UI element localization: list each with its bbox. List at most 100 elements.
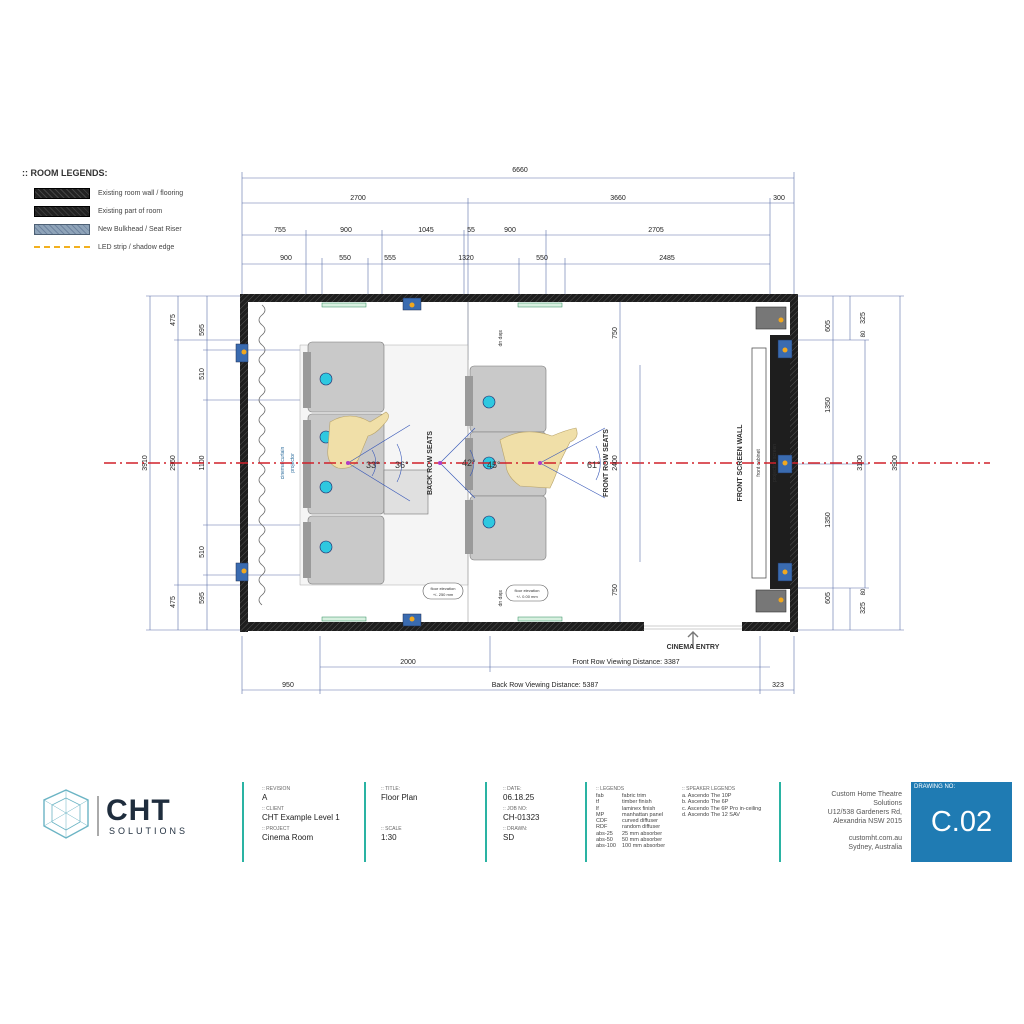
floor-elevation-value: +/- 250 mm [433,592,454,597]
front-seat-1 [469,365,547,433]
cinema-entry[interactable] [644,625,742,648]
dim-300: 300 [773,195,785,202]
bottom-dimension-lines [241,636,795,694]
back-footrest [383,469,429,515]
dim-3660: 3660 [610,195,626,202]
legend-label: Existing part of room [98,207,163,215]
front-row-label: FRONT ROW SEATS [603,429,610,497]
date-value: 06.18.25 [503,793,535,802]
company-website: customht.com.au [848,835,902,842]
dim-1350b: 1350 [825,512,832,528]
legend-item-part: Existing part of room [22,202,242,220]
back-viewing-distance: Back Row Viewing Distance: 5387 [492,682,599,689]
step-up-bottom: step up [497,590,503,607]
title-key: :: TITLE: [381,786,401,792]
speaker-item: b. Ascendo The 6P [682,799,729,806]
dim-325a: 325 [860,312,867,324]
divider [485,782,487,862]
legend-item-led: LED strip / shadow edge [22,238,242,256]
dim-595a: 595 [199,324,206,336]
divider [585,782,587,862]
legend-title: :: ROOM LEGENDS: [22,168,108,178]
speaker-item: a. Ascendo The 10P [682,793,732,799]
legend-desc: laminex finish [622,805,656,812]
legend-desc: timber finish [622,799,652,806]
title-value: Floor Plan [381,793,418,802]
drawn-value: SD [503,833,515,842]
legend-label: LED strip / shadow edge [98,243,175,251]
legend-code: CDF [596,818,608,825]
wall-lights [321,302,563,622]
legend-desc: curved diffuser [622,818,658,825]
back-seat-2b-speaker [319,480,333,494]
wall-speakers [235,297,793,627]
back-seat-1-speaker [319,372,333,386]
front-viewing-distance: Front Row Viewing Distance: 3387 [572,659,679,666]
legend-item-wall: Existing room wall / flooring [22,184,242,202]
speaker-legends-column: :: SPEAKER LEGENDS a. Ascendo The 10P b.… [682,786,777,870]
dim-80b: 80 [861,588,867,595]
dim-3900: 3900 [892,455,899,471]
dim-750b: 750 [612,584,619,596]
dim-475b: 475 [170,596,177,608]
angle-45: 45° [487,460,501,470]
legend-item-bulkhead: New Bulkhead / Seat Riser [22,220,242,238]
company-info: Custom Home Theatre Solutions U12/538 Ga… [790,790,902,852]
client-key: :: CLIENT [262,806,284,812]
dim-3910: 3910 [142,455,149,471]
legend-label: New Bulkhead / Seat Riser [98,225,182,233]
revision-key: :: REVISION [262,786,291,792]
led-swatch [34,246,90,248]
legend-code: lf [596,805,599,812]
drawn-key: :: DRAWN: [503,826,528,832]
dim-1350a: 1350 [825,397,832,413]
scale-value: 1:30 [381,833,397,842]
floor-plan-drawing: 6660 2700 3660 300 755 900 1045 55 900 2… [104,167,990,694]
floor-elevation-tag-1: floor elevation +/- 250 mm [422,582,464,600]
dim-475a: 475 [170,314,177,326]
step-up-top: step up [497,330,503,347]
dim-2485: 2485 [659,255,675,262]
divider [242,782,244,862]
dim-900a: 900 [340,227,352,234]
legends-key: :: LEGENDS [596,786,625,792]
front-seat-3 [469,495,547,561]
drawing-number-value: C.02 [930,806,993,838]
divider [364,782,366,862]
dim-950: 950 [282,682,294,689]
angle-36: 36° [395,460,409,470]
back-row-label: BACK ROW SEATS [427,431,434,495]
job-value: CH-01323 [503,813,540,822]
drawing-number-key: DRAWING NO: [914,784,956,790]
job-key: :: JOB NO: [503,806,528,812]
dim-80a: 80 [861,330,867,337]
angle-33: 33° [366,460,380,470]
titleblock-col-2: :: TITLE: Floor Plan :: SCALE 1:30 [381,786,481,870]
titleblock-col-3: :: DATE: 06.18.25 :: JOB NO: CH-01323 ::… [503,786,583,870]
company-line: Custom Home Theatre [831,791,902,798]
legend-code: abs-25 [596,830,613,837]
front-seat-3-speaker [482,515,496,529]
dim-555: 555 [384,255,396,262]
company-line: Solutions [873,800,902,807]
dim-1320: 1320 [458,255,474,262]
legend-desc: manhattan panel [622,811,663,818]
bulkhead-swatch [34,223,90,235]
top-dimension-lines [241,172,795,360]
speaker-legends-key: :: SPEAKER LEGENDS [682,786,736,792]
dim-1045: 1045 [418,227,434,234]
back-row-seats [303,341,429,585]
dim-605b: 605 [825,592,832,604]
angle-61: 61° [587,460,601,470]
floor-elevation-label: floor elevation [515,588,540,593]
dim-900c: 900 [280,255,292,262]
front-seat-1-speaker [482,395,496,409]
entry-arrow-icon [687,631,699,648]
divider [779,782,781,862]
dim-overall: 6660 [512,167,528,174]
titleblock-col-1: :: REVISION A :: CLIENT CHT Example Leve… [262,786,362,870]
dim-750a: 750 [612,327,619,339]
back-seat-3-speaker [319,540,333,554]
dim-550b: 550 [536,255,548,262]
